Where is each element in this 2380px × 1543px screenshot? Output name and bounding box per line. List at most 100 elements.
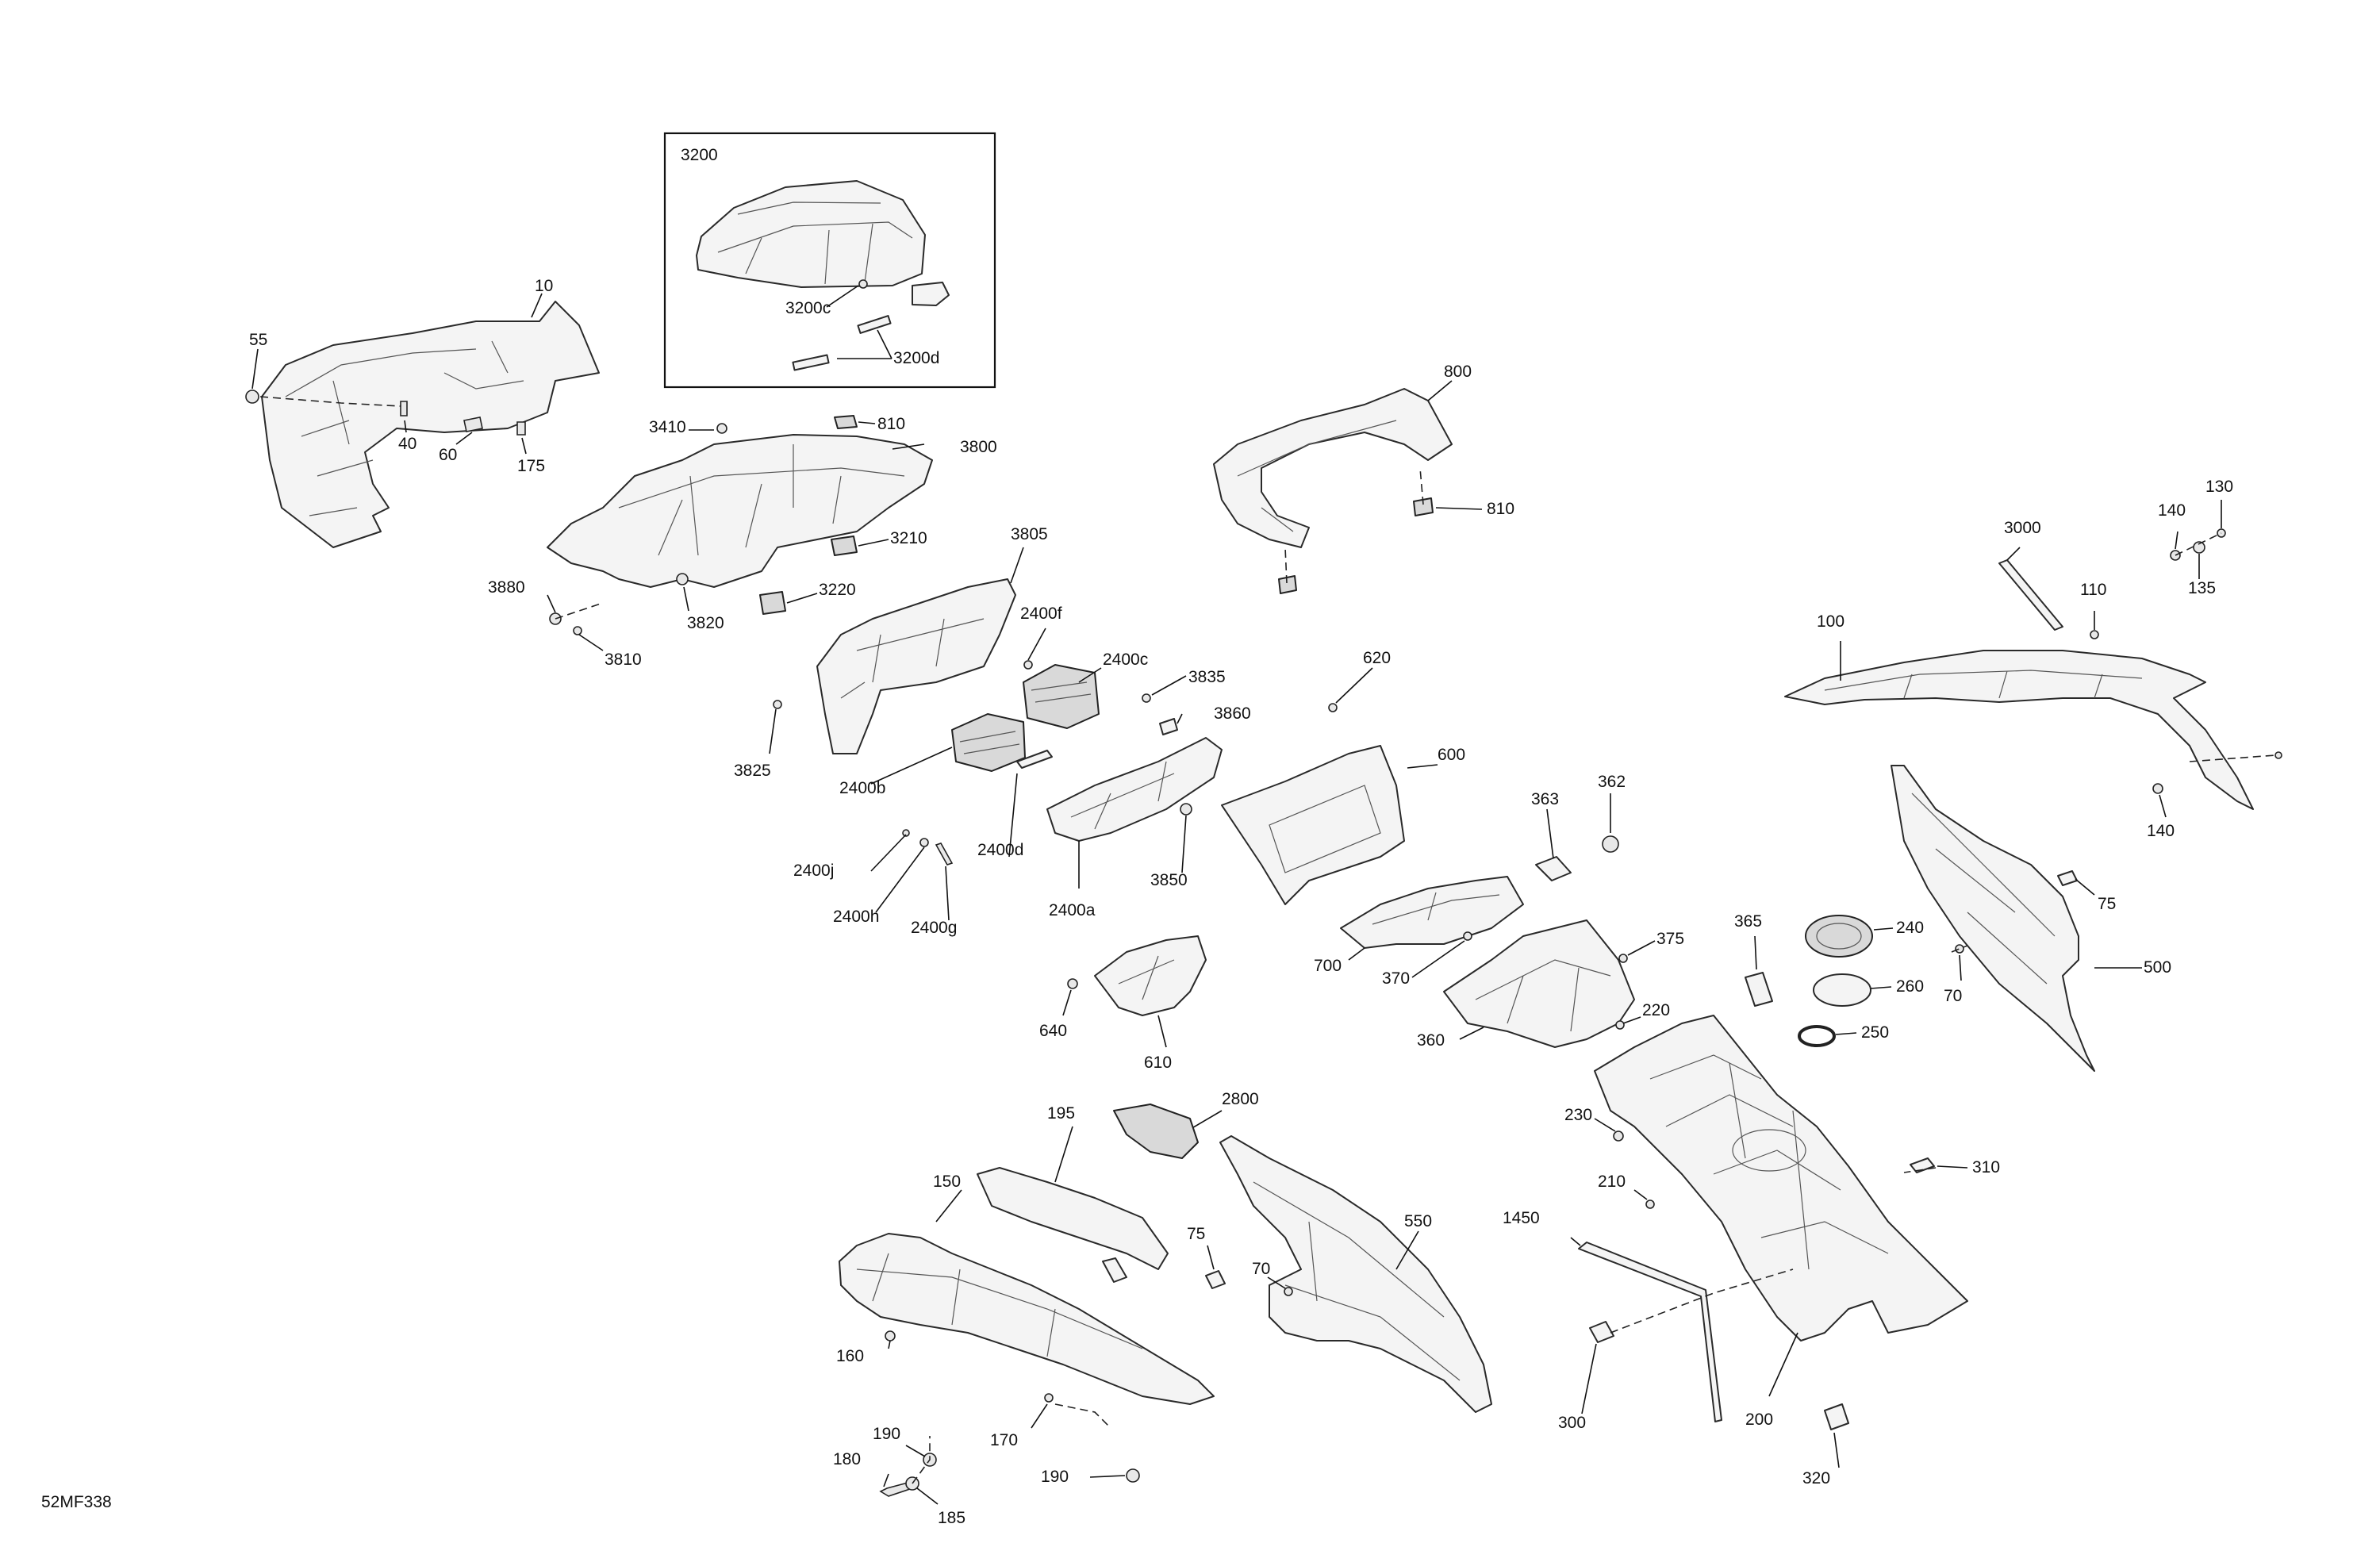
part-3200-seat-cushion[interactable] xyxy=(696,180,926,288)
label-195: 195 xyxy=(1047,1104,1075,1123)
part-810-top-bumper[interactable] xyxy=(834,415,858,429)
label-190-upper: 190 xyxy=(873,1425,900,1443)
part-2400d-strap[interactable] xyxy=(1016,750,1053,769)
part-170-screw[interactable] xyxy=(1044,1393,1054,1403)
part-2400f-screw[interactable] xyxy=(1023,660,1033,670)
label-3860: 3860 xyxy=(1214,704,1251,723)
part-2400c-module[interactable] xyxy=(1023,664,1100,729)
part-320-bracket[interactable] xyxy=(1824,1403,1849,1430)
label-220: 220 xyxy=(1642,1001,1670,1019)
part-140-nut-lower[interactable] xyxy=(2152,783,2163,794)
part-365-insert[interactable] xyxy=(1745,972,1773,1007)
part-3210-bumper[interactable] xyxy=(831,535,858,556)
part-310-clip[interactable] xyxy=(1910,1157,1935,1173)
label-3410: 3410 xyxy=(649,418,686,436)
part-3220-bumper[interactable] xyxy=(759,591,786,615)
part-10-front-housing[interactable] xyxy=(261,301,600,548)
part-370-screw[interactable] xyxy=(1463,931,1472,941)
label-160: 160 xyxy=(836,1347,864,1365)
part-3850-screw[interactable] xyxy=(1180,803,1192,816)
part-3805-bracket[interactable] xyxy=(816,578,1016,754)
part-363-plate[interactable] xyxy=(1535,856,1572,881)
label-60: 60 xyxy=(439,446,457,464)
part-side-screw[interactable] xyxy=(2274,751,2282,759)
part-70-screw-left[interactable] xyxy=(1284,1287,1293,1296)
part-500-side-panel[interactable] xyxy=(1891,765,2095,1072)
part-3200d-pad-b[interactable] xyxy=(792,354,830,371)
part-2400h-clip[interactable] xyxy=(919,838,929,847)
part-360-panel[interactable] xyxy=(1443,919,1635,1048)
part-150-fairing[interactable] xyxy=(839,1233,1215,1405)
part-240-fuel-cap[interactable] xyxy=(1805,915,1873,958)
part-3825-screw[interactable] xyxy=(773,700,782,709)
part-2800-lens[interactable] xyxy=(1113,1104,1199,1159)
label-10: 10 xyxy=(535,277,553,295)
group-200: 220 230 210 310 200 320 1450 300 xyxy=(1503,1001,2000,1487)
part-40-screw[interactable] xyxy=(400,401,408,416)
part-810-grommet-a[interactable] xyxy=(1278,575,1297,594)
part-610-bracket[interactable] xyxy=(1094,935,1207,1016)
part-75-clip-left[interactable] xyxy=(1205,1270,1226,1289)
part-75-clip-right[interactable] xyxy=(2057,870,2078,886)
part-135-washer[interactable] xyxy=(2193,541,2205,554)
part-250-o-ring[interactable] xyxy=(1798,1025,1836,1047)
group-360: 363 362 375 360 xyxy=(1417,773,1684,1050)
label-2400j: 2400j xyxy=(793,862,834,880)
label-180: 180 xyxy=(833,1450,861,1468)
group-610: 640 610 xyxy=(1039,935,1207,1072)
part-3800-rear-frame[interactable] xyxy=(547,434,933,588)
part-190-nut-lower[interactable] xyxy=(1126,1468,1140,1483)
label-550: 550 xyxy=(1404,1212,1432,1230)
part-100-cover[interactable] xyxy=(1784,650,2254,810)
part-3200d-pad-a[interactable] xyxy=(857,315,892,334)
label-175: 175 xyxy=(517,457,545,475)
part-3200-latch[interactable] xyxy=(912,282,950,306)
part-640-nut[interactable] xyxy=(1067,978,1078,989)
part-3200c-screw[interactable] xyxy=(858,279,868,289)
part-150-bracket[interactable] xyxy=(1102,1257,1127,1283)
drawing-number: 52MF338 xyxy=(41,1493,112,1511)
label-170: 170 xyxy=(990,1431,1018,1449)
label-3200c: 3200c xyxy=(785,299,831,317)
part-600-bezel[interactable] xyxy=(1221,745,1405,905)
part-2400g-bolt[interactable] xyxy=(935,843,954,866)
part-2400a-tray[interactable] xyxy=(1046,737,1223,842)
part-3410-screw[interactable] xyxy=(716,423,727,434)
part-70-screw-right[interactable] xyxy=(1955,944,1964,954)
group-500: 75 70 500 xyxy=(1891,765,2171,1072)
part-200-center-body[interactable] xyxy=(1594,1015,1968,1341)
part-300-grommet[interactable] xyxy=(1589,1321,1614,1343)
part-210-screw[interactable] xyxy=(1645,1199,1655,1209)
part-3810-screw[interactable] xyxy=(573,626,582,635)
part-110-screw[interactable] xyxy=(2090,630,2099,639)
label-3200: 3200 xyxy=(681,146,718,164)
part-700-cover[interactable] xyxy=(1340,876,1524,949)
part-3835-screw[interactable] xyxy=(1142,693,1151,703)
part-620-screw[interactable] xyxy=(1328,703,1338,712)
part-2400b-module[interactable] xyxy=(951,713,1026,772)
group-700: 700 370 xyxy=(1314,876,1524,988)
part-160-screw[interactable] xyxy=(885,1330,896,1341)
group-fuel: 240 260 250 365 xyxy=(1734,912,1924,1047)
label-2400a: 2400a xyxy=(1049,901,1096,919)
part-3860-clip[interactable] xyxy=(1159,718,1178,735)
part-810-grommet-b[interactable] xyxy=(1413,497,1434,516)
part-260-gasket[interactable] xyxy=(1813,973,1871,1007)
part-1450-rod[interactable] xyxy=(1578,1242,1722,1422)
part-55-clip[interactable] xyxy=(245,390,259,404)
part-362-washer[interactable] xyxy=(1602,835,1619,853)
part-175-screw[interactable] xyxy=(516,421,526,436)
part-375-screw[interactable] xyxy=(1618,954,1628,963)
label-362: 362 xyxy=(1598,773,1626,791)
part-2400j-screw[interactable] xyxy=(902,829,910,837)
part-60-clip[interactable] xyxy=(463,416,483,432)
part-220-screw[interactable] xyxy=(1615,1020,1625,1030)
group-800: 800 810 xyxy=(1213,363,1514,594)
part-230-nut[interactable] xyxy=(1613,1130,1624,1142)
part-3000-strip[interactable] xyxy=(1998,559,2063,631)
part-3820-clip[interactable] xyxy=(676,573,689,585)
part-800-grab-bar[interactable] xyxy=(1213,388,1453,548)
label-3810: 3810 xyxy=(605,651,642,669)
part-550-fairing[interactable] xyxy=(1219,1135,1492,1413)
part-195-trim[interactable] xyxy=(977,1167,1169,1270)
